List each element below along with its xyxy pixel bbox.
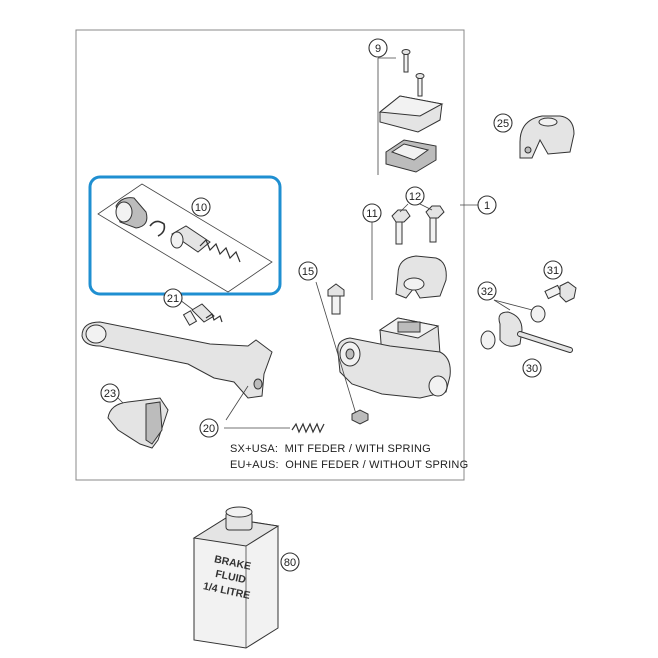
svg-text:30: 30 bbox=[526, 363, 538, 375]
callout-12[interactable]: 12 bbox=[405, 186, 425, 206]
part-80-brake-fluid[interactable] bbox=[192, 506, 280, 649]
callout-21[interactable]: 21 bbox=[163, 288, 183, 308]
part-9-reservoir-cap[interactable] bbox=[377, 49, 444, 176]
callout-10[interactable]: 10 bbox=[191, 197, 211, 217]
callout-1[interactable]: 1 bbox=[477, 195, 497, 215]
callout-11[interactable]: 11 bbox=[362, 203, 382, 223]
part-15-pivot-bolt[interactable] bbox=[315, 281, 369, 425]
svg-text:20: 20 bbox=[203, 423, 215, 435]
callout-32[interactable]: 32 bbox=[477, 281, 497, 301]
callout-25[interactable]: 25 bbox=[493, 113, 513, 133]
svg-text:80: 80 bbox=[284, 557, 296, 569]
svg-text:11: 11 bbox=[366, 208, 377, 220]
svg-text:1: 1 bbox=[484, 200, 490, 212]
svg-text:32: 32 bbox=[481, 286, 493, 298]
note-with-spring: SX+USA: MIT FEDER / WITH SPRING bbox=[230, 443, 431, 455]
svg-text:12: 12 bbox=[409, 191, 421, 203]
part-30-31-32-hose[interactable] bbox=[480, 281, 577, 353]
highlight-box bbox=[88, 175, 282, 296]
part-25-clamp[interactable] bbox=[519, 115, 575, 159]
callout-31[interactable]: 31 bbox=[543, 260, 563, 280]
assembly-frame bbox=[75, 29, 465, 481]
svg-text:21: 21 bbox=[167, 293, 179, 305]
svg-text:10: 10 bbox=[195, 202, 207, 214]
callout-15[interactable]: 15 bbox=[298, 261, 318, 281]
callout-23[interactable]: 23 bbox=[100, 383, 120, 403]
part-23-guard[interactable] bbox=[107, 397, 169, 449]
svg-text:15: 15 bbox=[302, 266, 314, 278]
callout-9[interactable]: 9 bbox=[368, 38, 388, 58]
part-21-adjuster[interactable] bbox=[179, 299, 223, 326]
part-1-master-cylinder[interactable] bbox=[337, 204, 478, 399]
note-without-spring: EU+AUS: OHNE FEDER / WITHOUT SPRING bbox=[230, 459, 468, 471]
svg-text:31: 31 bbox=[547, 265, 559, 277]
svg-text:23: 23 bbox=[104, 388, 116, 400]
part-10-piston-kit[interactable] bbox=[97, 183, 273, 293]
callout-30[interactable]: 30 bbox=[522, 358, 542, 378]
part-20-spring[interactable] bbox=[224, 385, 325, 434]
brake-lever[interactable] bbox=[81, 321, 273, 399]
callout-80[interactable]: 80 bbox=[280, 552, 300, 572]
svg-text:25: 25 bbox=[497, 118, 509, 130]
svg-text:9: 9 bbox=[375, 43, 381, 55]
part-11-12-bolts[interactable] bbox=[371, 203, 445, 300]
callout-20[interactable]: 20 bbox=[199, 418, 219, 438]
